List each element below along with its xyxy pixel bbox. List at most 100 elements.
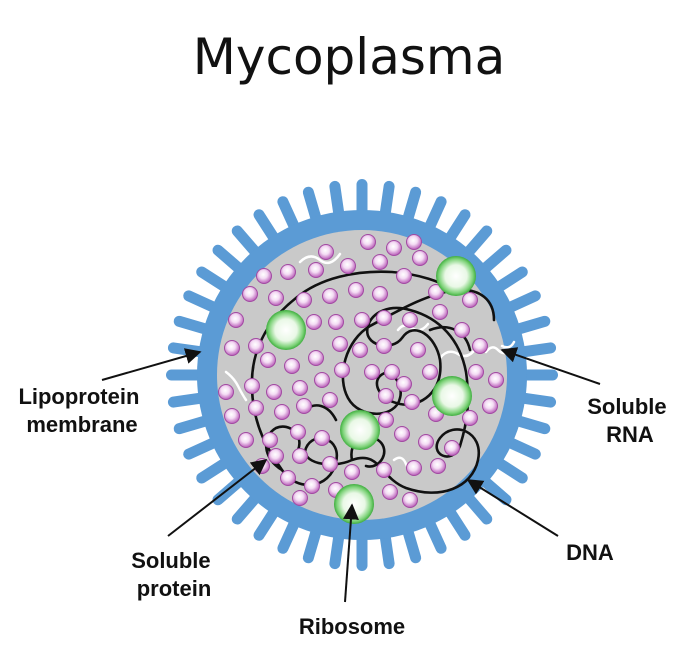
soluble-protein <box>248 338 264 354</box>
soluble-protein <box>376 462 392 478</box>
soluble-protein <box>260 352 276 368</box>
soluble-protein <box>328 314 344 330</box>
soluble-protein <box>248 400 264 416</box>
arrow-ribosome <box>342 503 359 603</box>
soluble-protein <box>402 312 418 328</box>
soluble-protein <box>472 338 488 354</box>
soluble-protein <box>432 304 448 320</box>
soluble-protein <box>376 338 392 354</box>
arrow-soluble-rna <box>500 347 601 385</box>
soluble-protein <box>292 490 308 506</box>
soluble-protein <box>376 310 392 326</box>
soluble-protein <box>322 456 338 472</box>
label-lipoprotein-line1: Lipoprotein <box>18 384 139 409</box>
soluble-protein <box>296 398 312 414</box>
soluble-protein <box>378 412 394 428</box>
soluble-protein <box>292 448 308 464</box>
soluble-protein <box>406 234 422 250</box>
ribosome <box>432 376 472 416</box>
ribosome <box>436 256 476 296</box>
soluble-protein <box>410 342 426 358</box>
soluble-protein <box>372 286 388 302</box>
soluble-protein <box>224 408 240 424</box>
soluble-protein <box>280 264 296 280</box>
soluble-protein <box>348 282 364 298</box>
svg-text:Lipoprotein membrane: Lipoprotein membrane <box>18 384 145 437</box>
soluble-protein <box>340 258 356 274</box>
dna-strand <box>250 270 496 494</box>
soluble-protein <box>364 364 380 380</box>
soluble-protein <box>244 378 260 394</box>
soluble-protein <box>488 372 504 388</box>
soluble-protein <box>334 362 350 378</box>
ribosome <box>266 310 306 350</box>
labels: Lipoprotein membrane Soluble RNA Soluble… <box>18 384 673 639</box>
soluble-rna-strands <box>224 252 516 473</box>
soluble-protein <box>394 426 410 442</box>
soluble-protein <box>268 448 284 464</box>
label-soluble-rna-line2: RNA <box>606 422 654 447</box>
soluble-protein <box>382 484 398 500</box>
label-dna: DNA <box>566 540 614 565</box>
soluble-protein <box>462 292 478 308</box>
soluble-protein <box>422 364 438 380</box>
soluble-protein <box>238 432 254 448</box>
soluble-protein <box>314 372 330 388</box>
pointer-arrows <box>101 347 601 603</box>
soluble-protein <box>404 394 420 410</box>
soluble-protein <box>292 380 308 396</box>
arrow-soluble-protein <box>167 459 268 537</box>
soluble-protein <box>402 492 418 508</box>
arrow-lipoprotein <box>101 348 202 381</box>
soluble-protein <box>284 358 300 374</box>
soluble-protein <box>444 440 460 456</box>
soluble-protein <box>406 460 422 476</box>
soluble-protein <box>262 432 278 448</box>
arrow-dna <box>466 479 559 537</box>
page-title: Mycoplasma <box>192 28 506 86</box>
soluble-protein <box>322 288 338 304</box>
svg-text:Soluble RNA: Soluble RNA <box>587 394 673 447</box>
soluble-protein <box>308 350 324 366</box>
soluble-protein <box>318 244 334 260</box>
soluble-protein <box>378 388 394 404</box>
soluble-protein <box>386 240 402 256</box>
soluble-protein <box>314 430 330 446</box>
ribosome <box>340 410 380 450</box>
soluble-protein <box>218 384 234 400</box>
soluble-protein <box>396 376 412 392</box>
soluble-protein <box>454 322 470 338</box>
soluble-protein <box>396 268 412 284</box>
soluble-protein <box>412 250 428 266</box>
soluble-protein <box>462 410 478 426</box>
soluble-protein <box>290 424 306 440</box>
soluble-protein <box>322 392 338 408</box>
soluble-protein <box>352 342 368 358</box>
soluble-protein <box>306 314 322 330</box>
soluble-protein <box>332 336 348 352</box>
soluble-protein <box>280 470 296 486</box>
label-soluble-protein-line2: protein <box>137 576 212 601</box>
soluble-protein <box>308 262 324 278</box>
soluble-protein <box>372 254 388 270</box>
soluble-proteins <box>218 234 504 508</box>
soluble-protein <box>384 364 400 380</box>
svg-text:Soluble protein: Soluble protein <box>131 548 217 601</box>
soluble-protein <box>354 312 370 328</box>
soluble-protein <box>268 290 284 306</box>
soluble-protein <box>274 404 290 420</box>
soluble-protein <box>224 340 240 356</box>
soluble-protein <box>430 458 446 474</box>
soluble-protein <box>296 292 312 308</box>
ribosome <box>334 484 374 524</box>
soluble-protein <box>228 312 244 328</box>
soluble-protein <box>360 234 376 250</box>
soluble-protein <box>428 284 444 300</box>
soluble-protein <box>266 384 282 400</box>
soluble-protein <box>256 268 272 284</box>
label-soluble-rna-line1: Soluble <box>587 394 666 419</box>
label-lipoprotein-line2: membrane <box>26 412 137 437</box>
soluble-protein <box>468 364 484 380</box>
soluble-protein <box>344 464 360 480</box>
